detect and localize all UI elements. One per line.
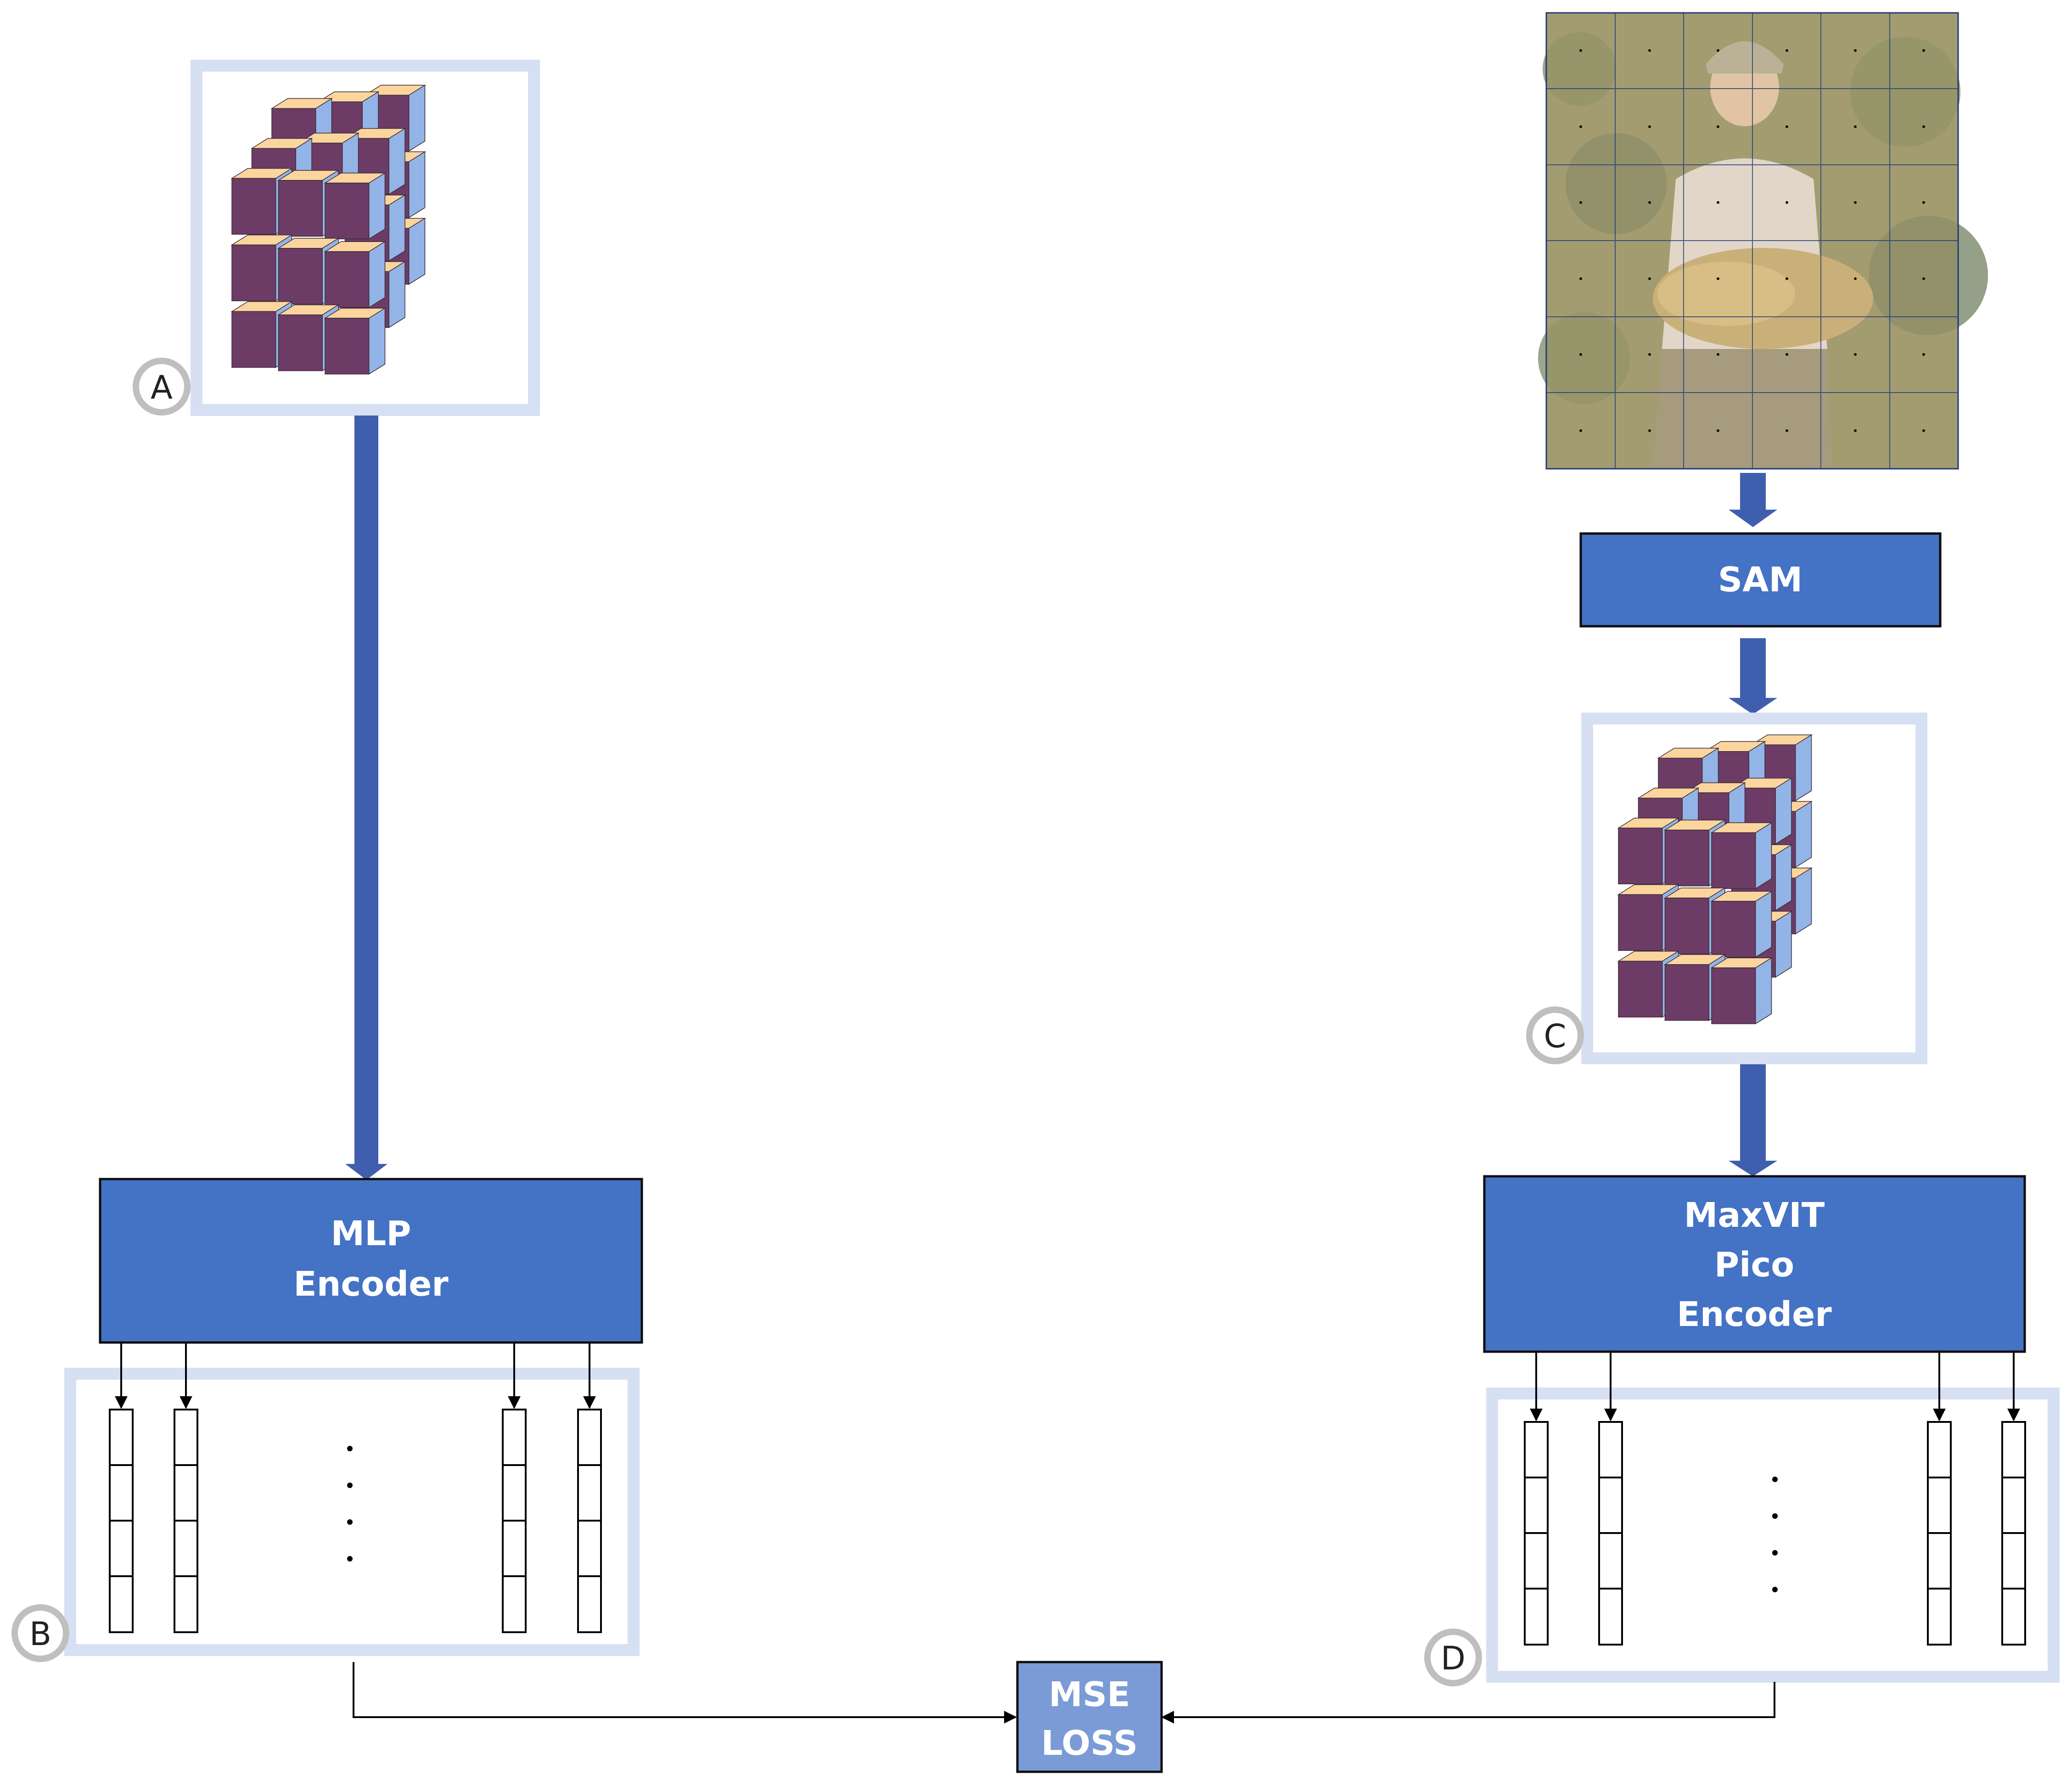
- svg-text:Encoder: Encoder: [1677, 1295, 1832, 1334]
- embedding-vector: [577, 1409, 602, 1633]
- badge-b: B: [11, 1604, 69, 1662]
- embedding-vector: [2001, 1421, 2026, 1646]
- arrow-sam-to-cube: [1729, 638, 1777, 714]
- svg-text:C: C: [1544, 1017, 1567, 1055]
- sam-block: SAM: [1579, 532, 1942, 628]
- svg-text:B: B: [29, 1615, 51, 1653]
- badge-c: C: [1526, 1006, 1584, 1064]
- embedding-vector: [1524, 1421, 1549, 1646]
- ellipsis-dots: [347, 1446, 353, 1562]
- embedding-vector: [1927, 1421, 1952, 1646]
- b-to-loss-connector: [353, 1662, 1017, 1724]
- mlp-output-arrows: [115, 1343, 596, 1409]
- maxvit-encoder-block: MaxVIT Pico Encoder: [1483, 1175, 2026, 1353]
- badge-d: D: [1424, 1629, 1482, 1686]
- mlp-encoder-block: MLP Encoder: [99, 1178, 643, 1344]
- embedding-vector: [502, 1409, 527, 1633]
- badge-a: A: [133, 358, 191, 416]
- arrow-photo-to-sam: [1729, 473, 1777, 527]
- ellipsis-dots: [1772, 1477, 1778, 1592]
- svg-text:A: A: [151, 369, 173, 406]
- svg-text:D: D: [1441, 1640, 1466, 1677]
- fisherman-with-fish-photo: [1538, 12, 1988, 470]
- arrow-a-to-mlp: [345, 416, 387, 1180]
- svg-text:Encoder: Encoder: [293, 1264, 449, 1304]
- svg-text:MSE: MSE: [1049, 1675, 1130, 1714]
- d-to-loss-connector: [1161, 1682, 1775, 1724]
- embedding-vector: [174, 1409, 198, 1633]
- svg-text:SAM: SAM: [1718, 560, 1802, 600]
- embedding-d-frame: [1486, 1388, 2060, 1683]
- embedding-vector: [109, 1409, 134, 1633]
- svg-text:LOSS: LOSS: [1041, 1724, 1138, 1763]
- embedding-b-frame: [64, 1368, 640, 1656]
- mse-loss-block: MSE LOSS: [1016, 1661, 1163, 1773]
- svg-text:MaxVIT: MaxVIT: [1684, 1196, 1825, 1235]
- svg-text:MLP: MLP: [331, 1214, 411, 1253]
- maxvit-output-arrows: [1530, 1353, 2020, 1421]
- svg-text:Pico: Pico: [1714, 1245, 1794, 1285]
- arrow-cube-to-maxvit: [1729, 1064, 1777, 1176]
- embedding-vector: [1598, 1421, 1623, 1646]
